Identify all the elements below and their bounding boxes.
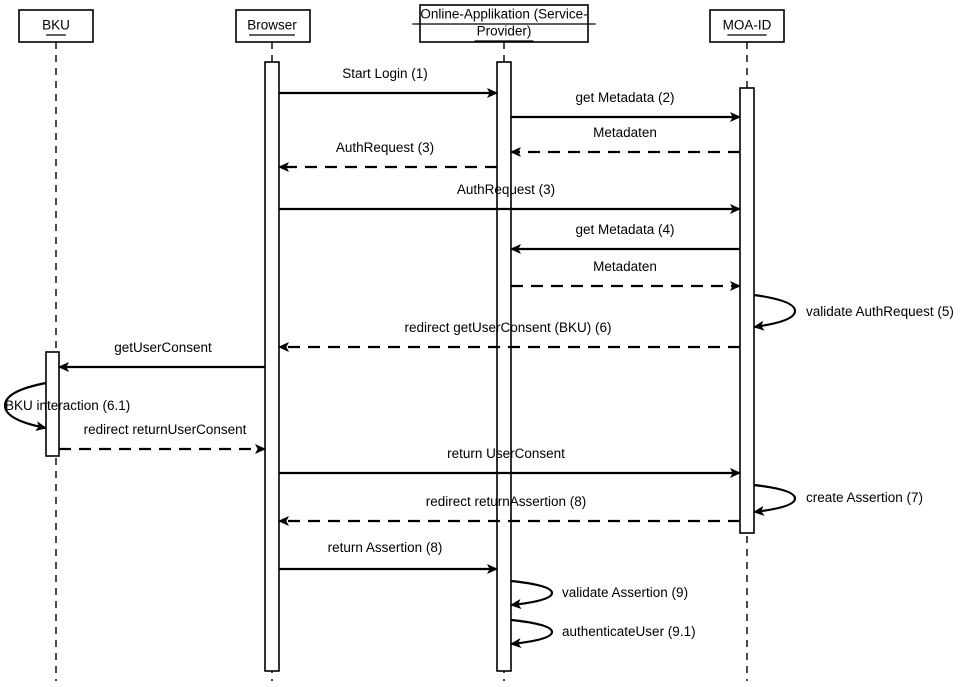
lifeline-header-box-browser[interactable] <box>235 9 311 43</box>
message-label: get Metadata (2) <box>575 90 674 105</box>
message-8[interactable]: redirect getUserConsent (BKU) (6) <box>278 320 740 352</box>
activation-bar-online-applikation[interactable] <box>496 61 512 672</box>
message-label: get Metadata (4) <box>575 222 674 237</box>
activation-bar-moa-id[interactable] <box>739 87 755 534</box>
message-6[interactable]: get Metadata (4) <box>510 222 740 254</box>
lifeline-title-bku: BKU <box>42 18 70 33</box>
message-label: return UserConsent <box>447 446 565 461</box>
message-label: Start Login (1) <box>342 66 428 81</box>
message-3[interactable]: Metadaten <box>510 125 740 157</box>
messages-layer: Start Login (1) get Metadata (2) Metadaten… <box>58 66 741 574</box>
self-message-label: authenticateUser (9.1) <box>562 624 696 639</box>
message-label: getUserConsent <box>114 340 212 355</box>
lifeline-online-applikation[interactable]: Online-Applikation (Service- Provider) <box>412 4 596 681</box>
message-5[interactable]: AuthRequest (3) <box>279 182 741 214</box>
self-message-label: create Assertion (7) <box>806 490 923 505</box>
message-13[interactable]: return Assertion (8) <box>279 540 498 574</box>
self-message-label: validate AuthRequest (5) <box>806 304 954 319</box>
self-message-label: validate Assertion (9) <box>562 585 688 600</box>
activation-bar-bku[interactable] <box>45 351 60 457</box>
lifeline-header-box-bku[interactable] <box>18 9 94 43</box>
message-label: redirect getUserConsent (BKU) (6) <box>404 320 611 335</box>
message-label: return Assertion (8) <box>328 540 443 555</box>
message-label: Metadaten <box>593 125 657 140</box>
self-message-1[interactable]: validate AuthRequest (5) <box>753 293 954 331</box>
lifeline-moa-id[interactable]: MOA-ID <box>709 9 785 681</box>
message-label: Metadaten <box>593 259 657 274</box>
lifeline-title-moa-id: MOA-ID <box>723 18 772 33</box>
lifeline-title-online-applikation: Provider) <box>477 24 532 39</box>
message-label: AuthRequest (3) <box>336 140 434 155</box>
message-11[interactable]: return UserConsent <box>279 446 741 478</box>
message-2[interactable]: get Metadata (2) <box>511 90 741 122</box>
self-message-4[interactable]: validate Assertion (9) <box>510 579 688 609</box>
message-1[interactable]: Start Login (1) <box>279 66 498 98</box>
lifelines-layer: BKU Browser Online-Applikation (Service- Pr… <box>18 4 785 681</box>
message-label: redirect returnAssertion (8) <box>426 494 587 509</box>
self-message-5[interactable]: authenticateUser (9.1) <box>510 618 696 648</box>
self-message-arrow <box>510 579 554 609</box>
self-message-2[interactable]: BKU interaction (6.1) <box>3 381 130 432</box>
lifeline-browser[interactable]: Browser <box>235 9 311 681</box>
self-message-arrow <box>753 293 797 331</box>
lifeline-title-online-applikation: Online-Applikation (Service- <box>420 7 587 22</box>
self-message-3[interactable]: create Assertion (7) <box>753 483 923 516</box>
lifeline-bku[interactable]: BKU <box>18 9 94 681</box>
message-10[interactable]: redirect returnUserConsent <box>59 422 266 454</box>
lifeline-header-box-moa-id[interactable] <box>709 9 785 43</box>
message-label: redirect returnUserConsent <box>84 422 247 437</box>
activation-bar-browser[interactable] <box>264 61 280 672</box>
message-12[interactable]: redirect returnAssertion (8) <box>278 494 740 526</box>
lifeline-title-browser: Browser <box>247 18 297 33</box>
self-message-arrow <box>510 618 554 648</box>
self-message-label: BKU interaction (6.1) <box>5 398 130 413</box>
self-messages-layer: validate AuthRequest (5) BKU interaction … <box>3 293 954 648</box>
self-message-arrow <box>753 483 797 516</box>
message-7[interactable]: Metadaten <box>511 259 741 291</box>
self-message-arrow <box>3 381 47 432</box>
message-label: AuthRequest (3) <box>457 182 555 197</box>
message-9[interactable]: getUserConsent <box>58 340 265 372</box>
message-4[interactable]: AuthRequest (3) <box>278 140 497 172</box>
